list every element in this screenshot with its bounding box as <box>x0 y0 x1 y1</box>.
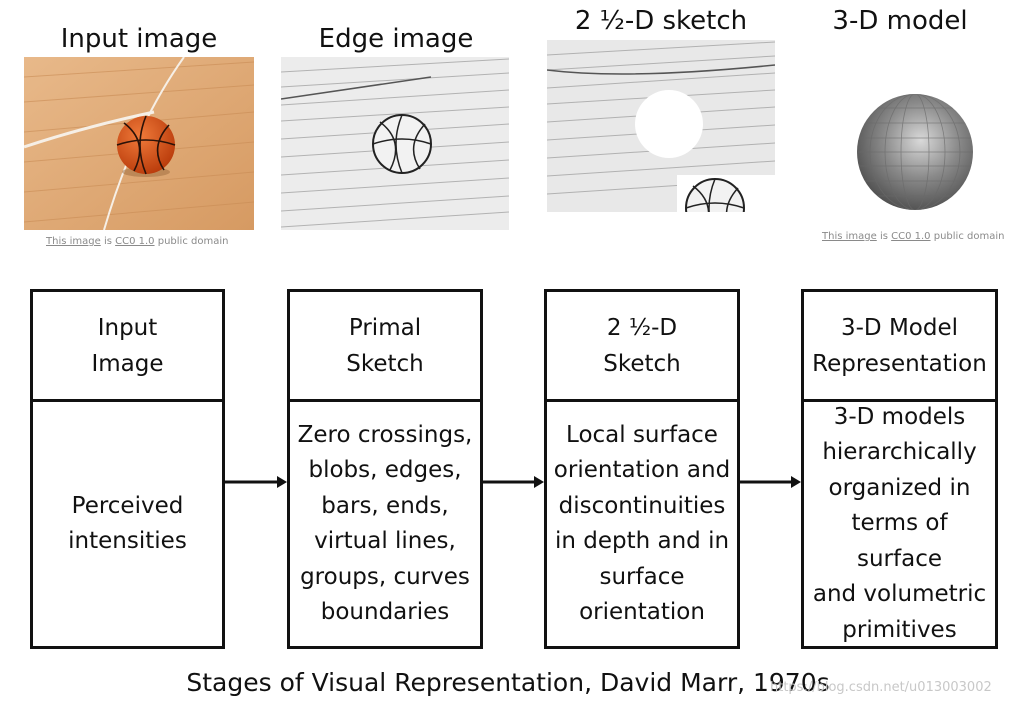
basketball-edge-icon <box>281 57 509 230</box>
stage-title: 3-D Model Representation <box>812 314 987 377</box>
stage-description: Local surface orientation and discontinu… <box>553 421 731 626</box>
diagram-caption: Stages of Visual Representation, David M… <box>186 668 830 697</box>
edge-image-title: Edge image <box>318 24 474 54</box>
stage-box-three-d-model: 3-D Model Representation 3-D models hier… <box>801 289 998 649</box>
credit-text: public domain <box>930 231 1005 242</box>
credit-text: is <box>876 231 892 242</box>
watermark: https://blog.csdn.net/u013003002 <box>770 680 992 695</box>
stage-title: Input Image <box>91 314 164 377</box>
sketch-image-panel <box>547 40 775 212</box>
sketch-image-title: 2 ½-D sketch <box>574 6 748 36</box>
credit-text: public domain <box>154 236 229 247</box>
stage-description: Perceived intensities <box>68 492 187 555</box>
stage-header: Input Image <box>33 292 222 402</box>
credit-text: is <box>100 236 116 247</box>
model-image-title: 3-D model <box>832 6 968 36</box>
basketball-sketch-icon <box>547 40 775 212</box>
stage-header: 2 ½-D Sketch <box>547 292 737 402</box>
arrow-sketch-to-model <box>740 476 801 488</box>
stage-box-input-image: Input Image Perceived intensities <box>30 289 225 649</box>
stage-header: 3-D Model Representation <box>804 292 995 402</box>
sphere-model-icon <box>857 94 973 210</box>
input-image-credit: This image is CC0 1.0 public domain <box>46 236 228 247</box>
credit-link-this-image[interactable]: This image <box>46 236 101 247</box>
credit-link-license[interactable]: CC0 1.0 <box>115 236 155 247</box>
arrow-input-to-primal <box>225 476 287 488</box>
basketball-photo-icon <box>24 57 254 230</box>
credit-link-this-image[interactable]: This image <box>822 231 877 242</box>
credit-link-license[interactable]: CC0 1.0 <box>891 231 931 242</box>
stage-description: 3-D models hierarchically organized in t… <box>812 403 987 643</box>
stage-title: Primal Sketch <box>346 314 424 377</box>
edge-image-panel <box>281 57 509 230</box>
stage-title: 2 ½-D Sketch <box>603 314 681 377</box>
input-image-title: Input image <box>60 24 218 54</box>
stage-box-primal-sketch: Primal Sketch Zero crossings, blobs, edg… <box>287 289 483 649</box>
stage-description: Zero crossings, blobs, edges, bars, ends… <box>297 421 473 626</box>
model-image-credit: This image is CC0 1.0 public domain <box>822 231 1004 242</box>
arrow-primal-to-sketch <box>483 476 544 488</box>
stage-header: Primal Sketch <box>290 292 480 402</box>
model-image-panel <box>850 90 980 215</box>
stage-box-two-half-d-sketch: 2 ½-D Sketch Local surface orientation a… <box>544 289 740 649</box>
input-image-panel <box>24 57 254 230</box>
